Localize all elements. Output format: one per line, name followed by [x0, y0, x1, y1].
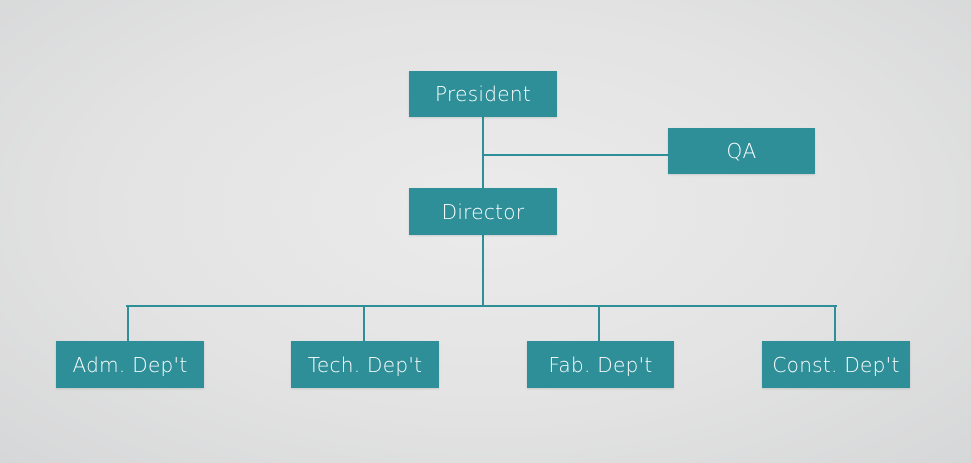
- node-fab-dept: Fab. Dep't: [527, 341, 674, 388]
- node-label: Adm. Dep't: [72, 352, 188, 377]
- node-label: President: [435, 82, 531, 106]
- node-label: Director: [441, 199, 525, 224]
- node-label: Fab. Dep't: [548, 352, 653, 377]
- node-qa: QA: [668, 128, 815, 174]
- node-president: President: [409, 71, 557, 117]
- node-label: Const. Dep't: [772, 352, 900, 377]
- node-director: Director: [409, 188, 557, 235]
- node-const-dept: Const. Dep't: [762, 341, 910, 388]
- node-label: QA: [726, 139, 757, 163]
- node-adm-dept: Adm. Dep't: [56, 341, 204, 388]
- node-tech-dept: Tech. Dep't: [291, 341, 439, 388]
- node-label: Tech. Dep't: [307, 352, 423, 377]
